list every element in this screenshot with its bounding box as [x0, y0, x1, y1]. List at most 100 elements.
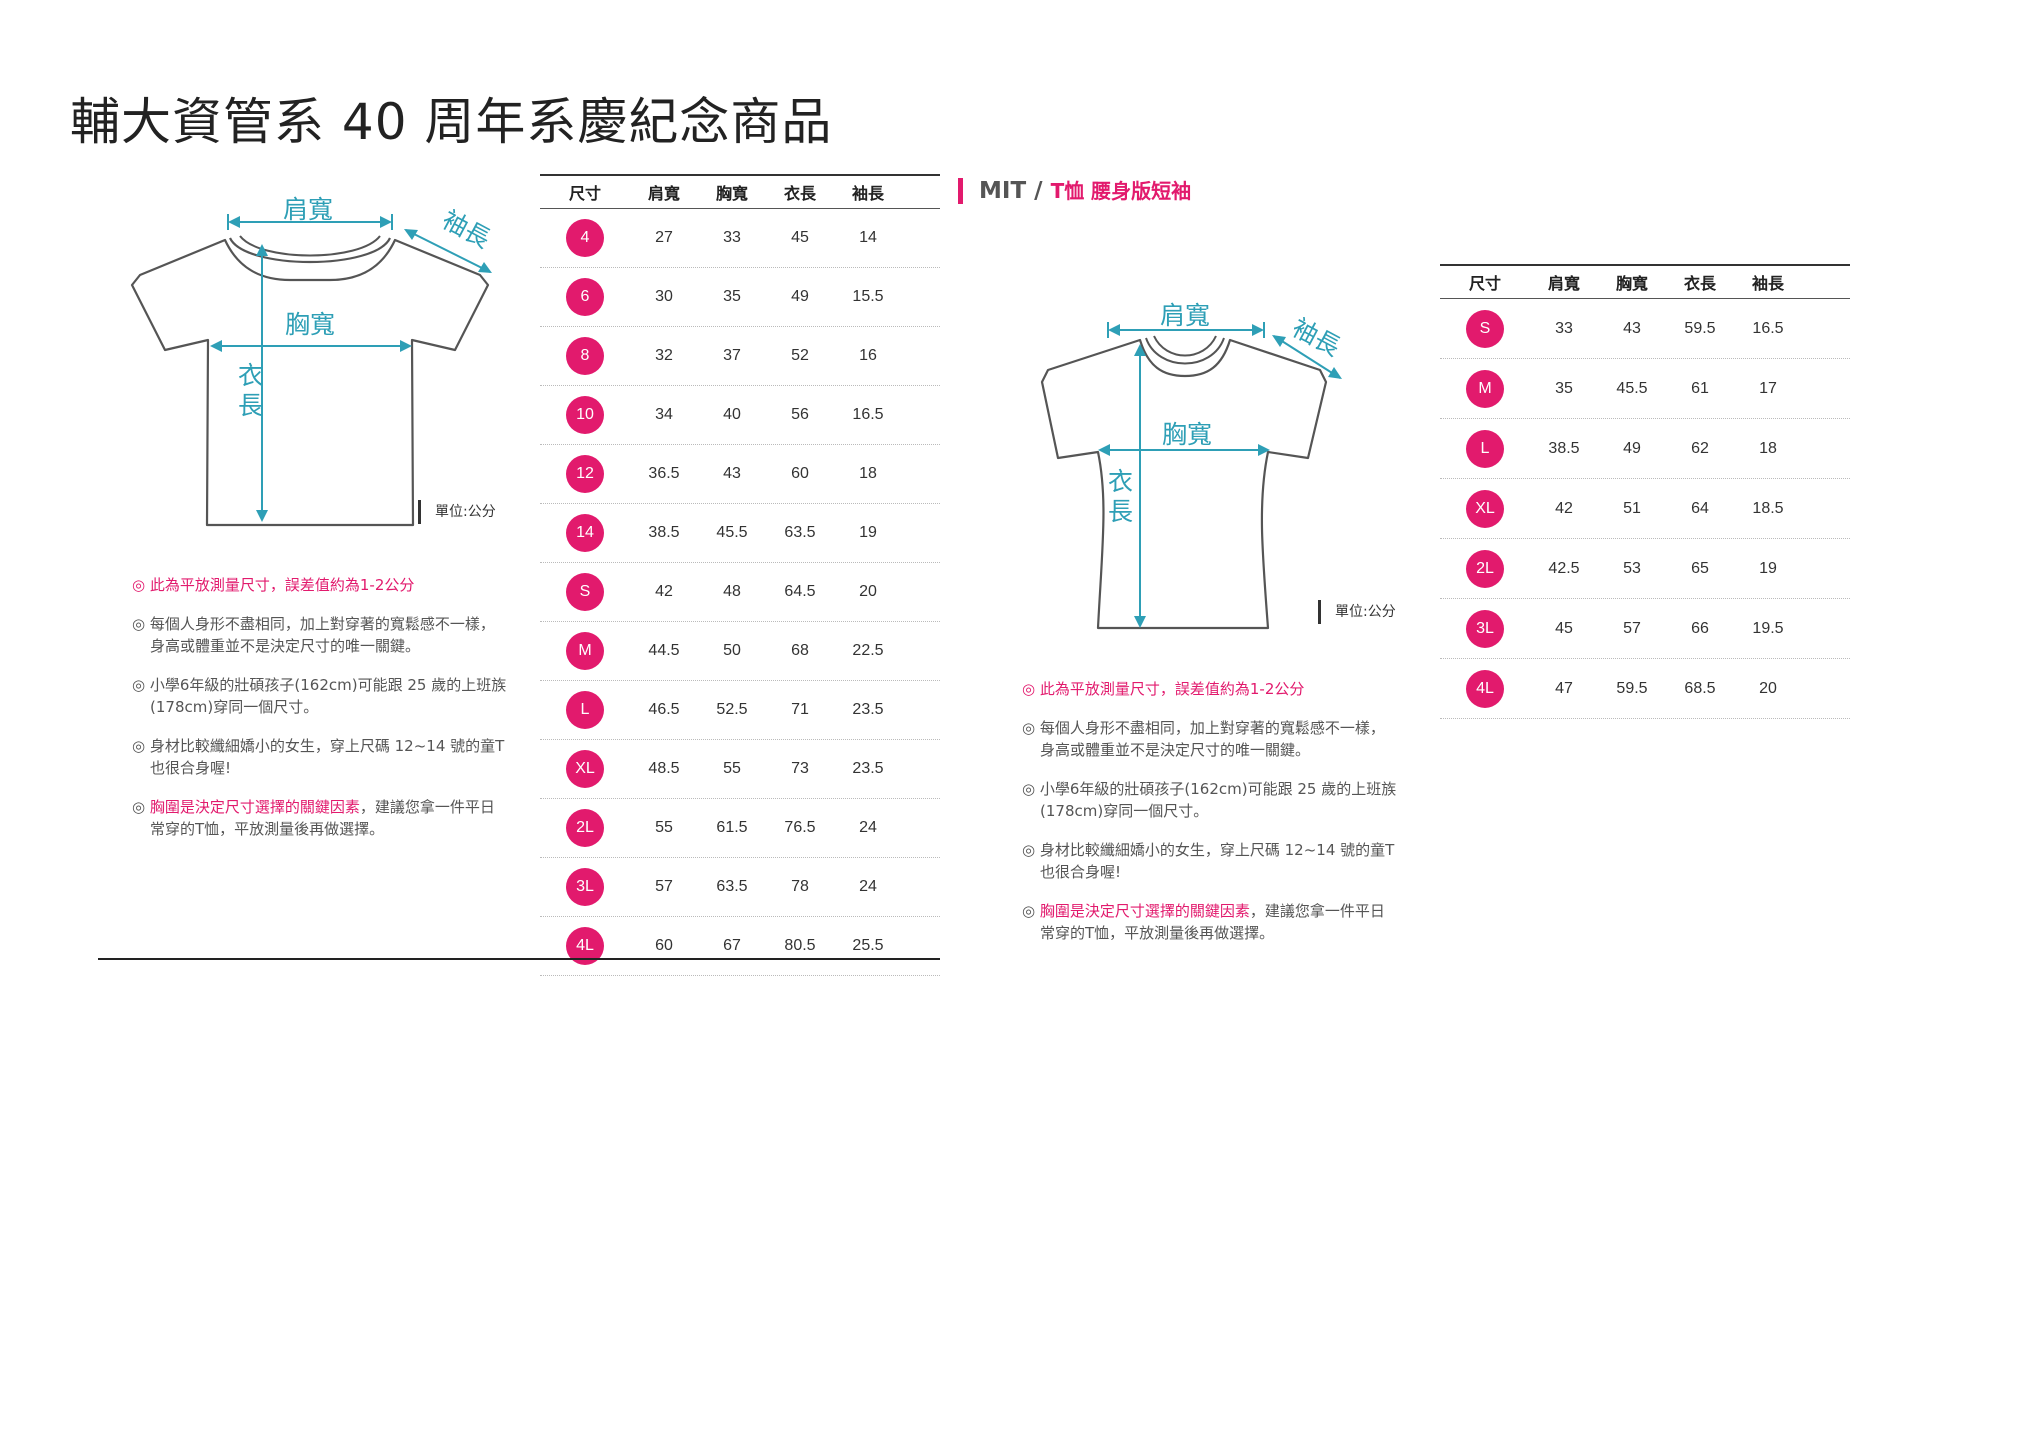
size-cell: L — [540, 691, 630, 729]
note-2b: 身高或體重並不是決定尺寸的唯一關鍵。 — [150, 637, 421, 655]
value-cell: 45 — [791, 229, 809, 246]
notes-right: ◎ 此為平放測量尺寸，誤差值約為1-2公分 ◎ 每個人身形不盡相同，加上對穿著的… — [1022, 678, 1396, 961]
note-5-prefix: ◎ — [132, 798, 150, 816]
size-cell: 4 — [540, 219, 630, 257]
note-r3b: (178cm)穿同一個尺寸。 — [1040, 802, 1209, 820]
note-5b: 常穿的T恤，平放測量後再做選擇。 — [150, 820, 385, 838]
size-cell: 12 — [540, 455, 630, 493]
header-cell: 衣長 — [1683, 276, 1716, 293]
value-cell: 49 — [791, 288, 809, 305]
value-cell: 22.5 — [852, 642, 884, 659]
value-cell: 80.5 — [784, 937, 816, 954]
note-5-highlight: 胸圍是決定尺寸選擇的關鍵因素 — [149, 798, 360, 816]
header-cell: 肩寬 — [1547, 276, 1580, 293]
fitted-shoulder-label: 肩寬 — [1160, 301, 1211, 330]
value-cell: 63.5 — [784, 524, 816, 541]
size-badge: 12 — [566, 455, 604, 493]
value-cell: 45 — [1555, 619, 1573, 637]
note-2a: ◎ 每個人身形不盡相同，加上對穿著的寬鬆感不一樣， — [132, 615, 495, 633]
product-brand: MIT — [979, 178, 1027, 204]
size-badge: 14 — [566, 514, 604, 552]
value-cell: 40 — [723, 406, 741, 423]
value-cell: 19 — [1759, 559, 1777, 577]
value-cell: 35 — [723, 288, 741, 305]
size-cell: XL — [1440, 489, 1530, 528]
value-cell: 24 — [859, 819, 877, 836]
value-cell: 60 — [655, 937, 673, 954]
value-cell: 32 — [655, 347, 673, 364]
value-cell: 36.5 — [648, 465, 680, 482]
value-cell: 16.5 — [1752, 319, 1784, 337]
size-cell: XL — [540, 750, 630, 788]
tshirt-diagram — [130, 214, 492, 527]
value-cell: 23.5 — [852, 701, 884, 718]
size-badge: 4L — [1466, 669, 1504, 708]
value-cell: 17 — [1759, 379, 1777, 397]
value-cell: 38.5 — [1548, 439, 1580, 457]
notes-left: ◎ 此為平放測量尺寸，誤差值約為1-2公分 ◎ 每個人身形不盡相同，加上對穿著的… — [132, 574, 506, 857]
size-badge: 2L — [566, 809, 604, 847]
value-cell: 55 — [655, 819, 673, 836]
size-cell: 2L — [1440, 549, 1530, 588]
value-cell: 42 — [1555, 499, 1573, 517]
size-badge: XL — [566, 750, 604, 788]
value-cell: 52 — [791, 347, 809, 364]
chest-label: 胸寬 — [285, 310, 336, 339]
value-cell: 20 — [1759, 679, 1777, 697]
value-cell: 30 — [655, 288, 673, 305]
size-cell: 4L — [1440, 669, 1530, 708]
value-cell: 27 — [655, 229, 673, 246]
length-label-2: 長 — [238, 391, 264, 420]
value-cell: 66 — [1691, 619, 1709, 637]
value-cell: 18.5 — [1752, 499, 1784, 517]
value-cell: 18 — [859, 465, 877, 482]
size-cell: S — [1440, 309, 1530, 348]
size-cell: 3L — [1440, 609, 1530, 648]
size-badge: 8 — [566, 337, 604, 375]
value-cell: 35 — [1555, 379, 1573, 397]
note-1: ◎ 此為平放測量尺寸，誤差值約為1-2公分 — [132, 576, 415, 594]
size-cell: L — [1440, 429, 1530, 468]
note-r5-highlight: 胸圍是決定尺寸選擇的關鍵因素 — [1039, 902, 1250, 920]
value-cell: 62 — [1691, 439, 1709, 457]
value-cell: 64 — [1691, 499, 1709, 517]
unit-label-left: 單位:公分 — [418, 500, 496, 524]
value-cell: 16.5 — [852, 406, 884, 423]
size-badge: 10 — [566, 396, 604, 434]
value-cell: 44.5 — [648, 642, 680, 659]
value-cell: 48.5 — [648, 760, 680, 777]
size-badge: 2L — [1466, 549, 1504, 588]
value-cell: 38.5 — [648, 524, 680, 541]
header-cell: 尺寸 — [1468, 276, 1501, 293]
length-label-1: 衣 — [238, 361, 264, 390]
size-cell: 3L — [540, 868, 630, 906]
value-cell: 24 — [859, 878, 877, 895]
size-cell: 2L — [540, 809, 630, 847]
value-cell: 59.5 — [1616, 679, 1648, 697]
note-r5b: 常穿的T恤，平放測量後再做選擇。 — [1040, 924, 1275, 942]
header-cell: 袖長 — [1751, 276, 1784, 293]
note-r5-rest: ，建議您拿一件平日 — [1249, 902, 1385, 920]
note-r1: ◎ 此為平放測量尺寸，誤差值約為1-2公分 — [1022, 680, 1305, 698]
value-cell: 61.5 — [716, 819, 748, 836]
note-r2b: 身高或體重並不是決定尺寸的唯一關鍵。 — [1040, 741, 1311, 759]
size-cell: 6 — [540, 278, 630, 316]
fitted-length-label-2: 長 — [1108, 497, 1134, 526]
value-cell: 45.5 — [1616, 379, 1648, 397]
value-cell: 49 — [1623, 439, 1641, 457]
note-r3a: ◎ 小學6年級的壯碩孩子(162cm)可能跟 25 歲的上班族 — [1022, 780, 1397, 798]
value-cell: 60 — [791, 465, 809, 482]
note-r2a: ◎ 每個人身形不盡相同，加上對穿著的寬鬆感不一樣， — [1022, 719, 1385, 737]
